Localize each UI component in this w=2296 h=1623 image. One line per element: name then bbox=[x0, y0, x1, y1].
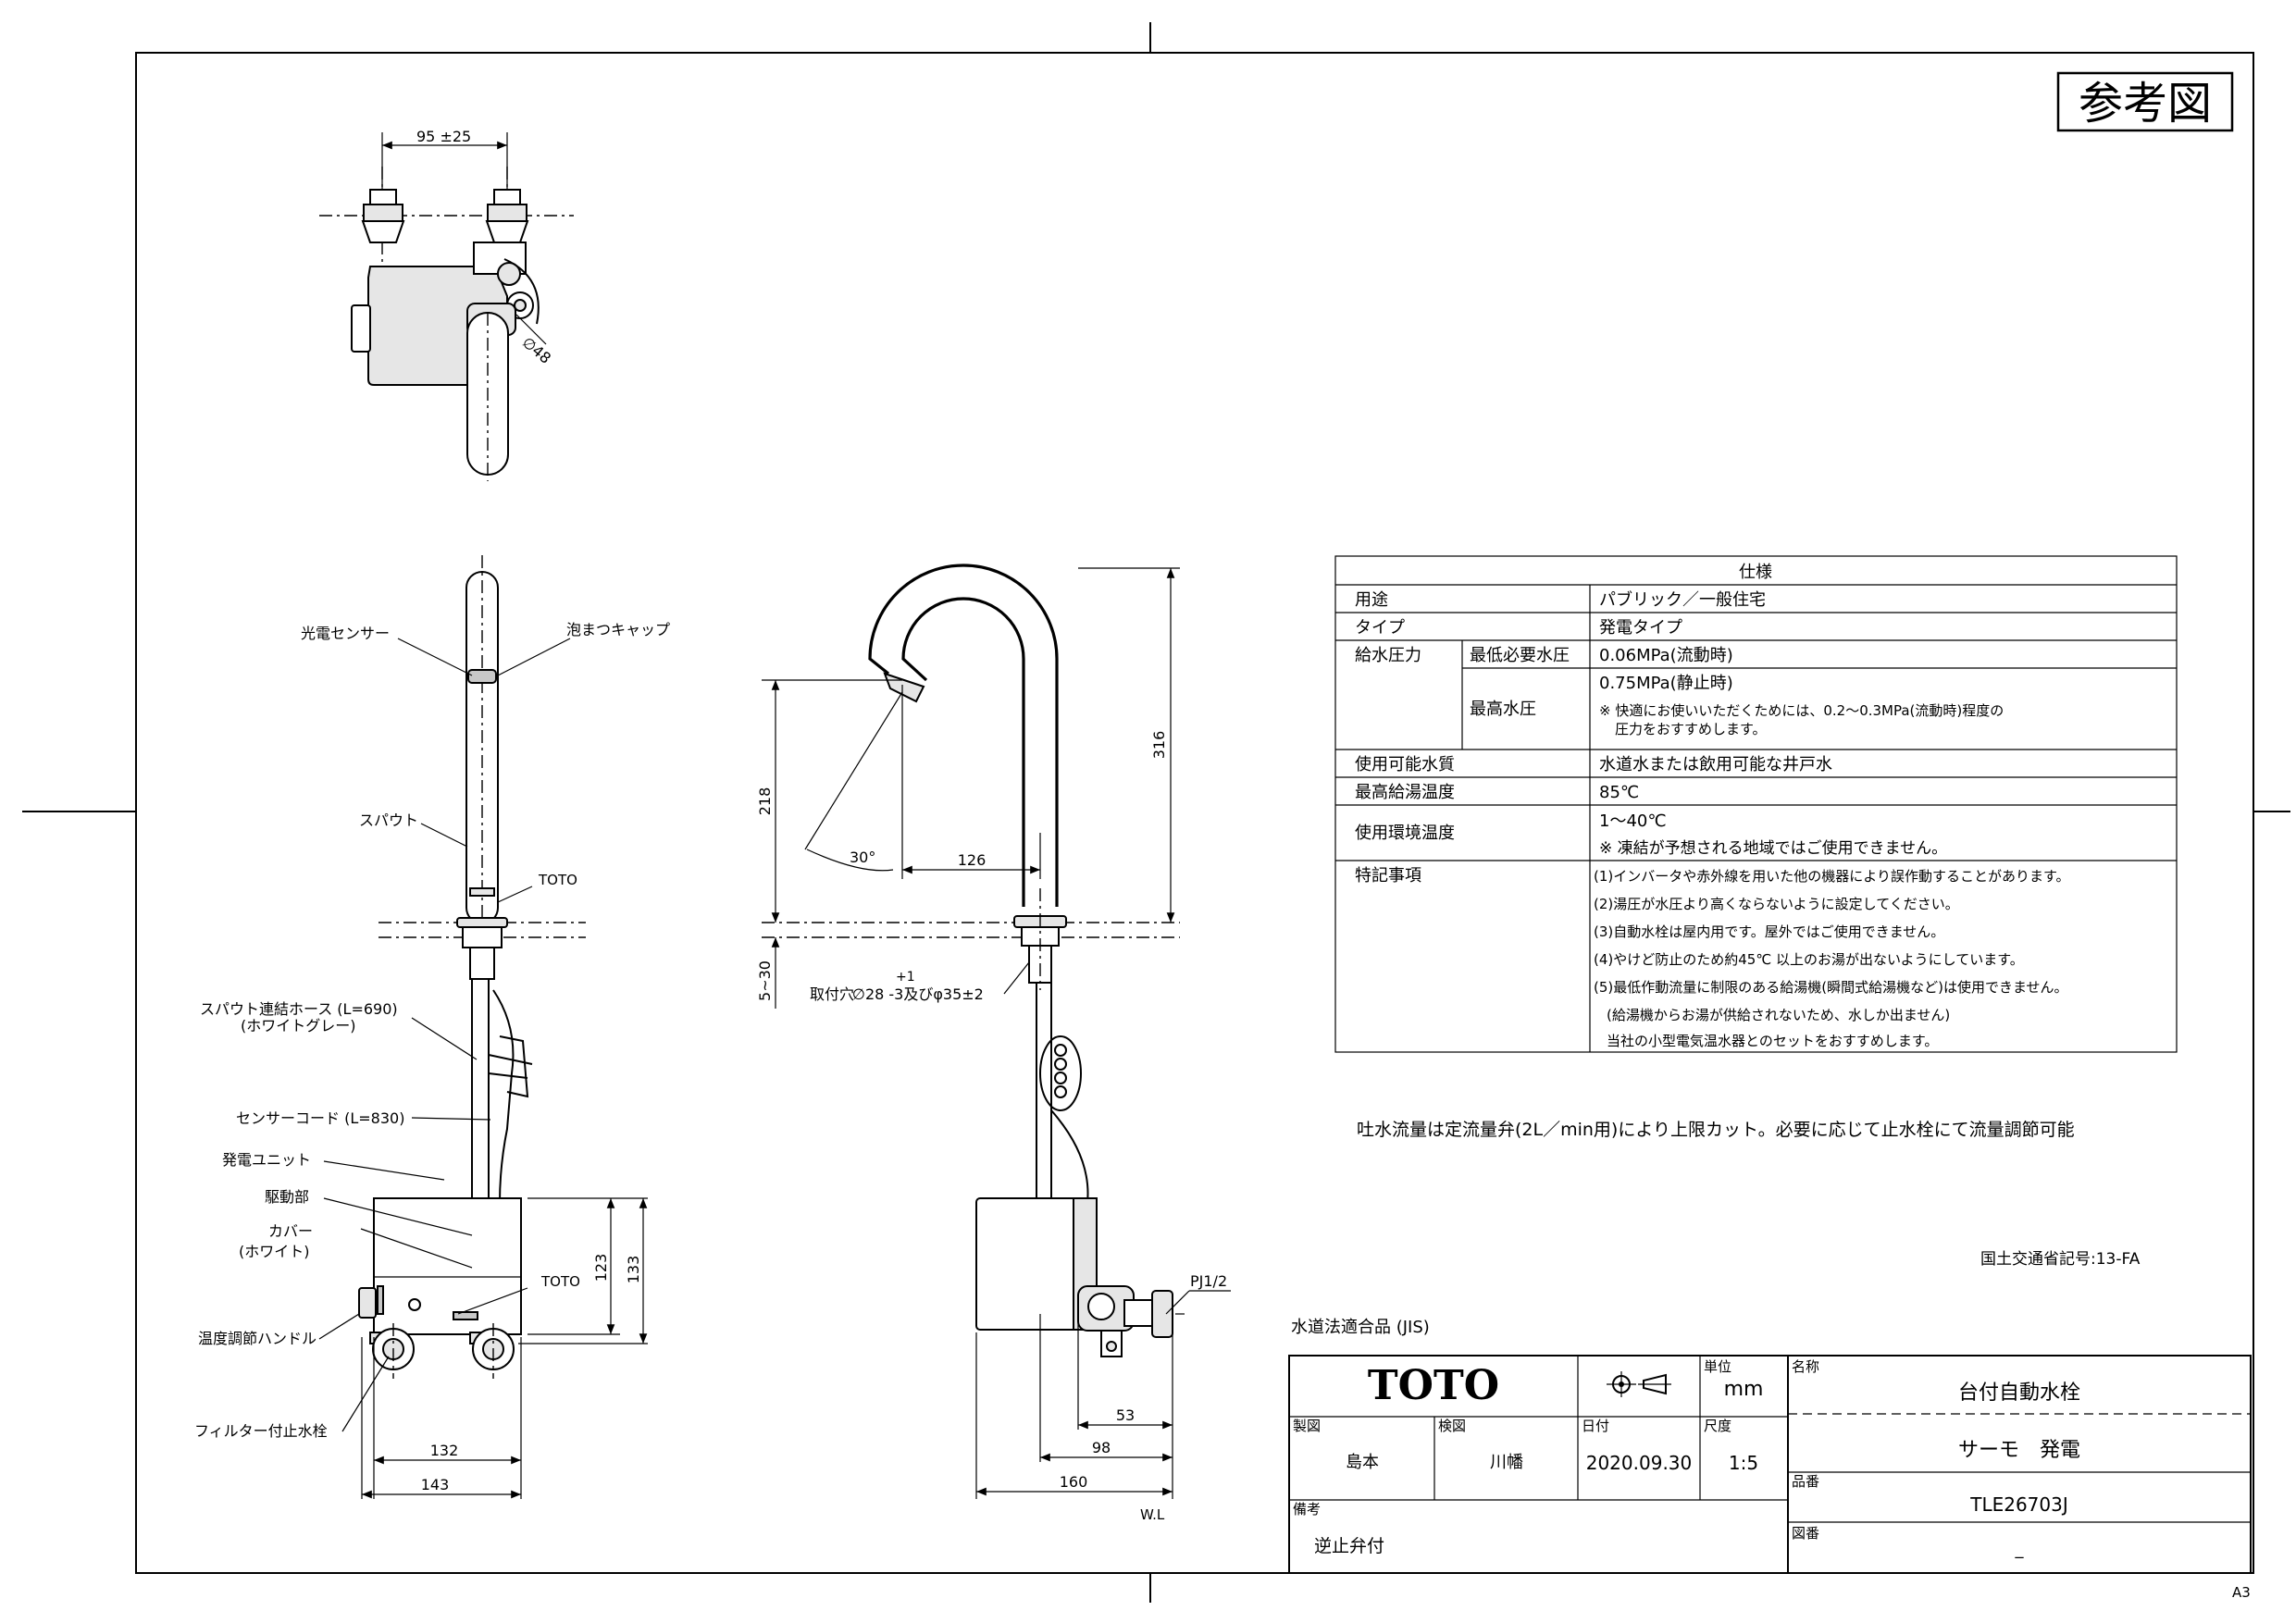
tb-date-label: 日付 bbox=[1582, 1418, 1609, 1434]
spec-use-value: パブリック／一般住宅 bbox=[1599, 589, 1766, 610]
tb-drawn-label: 製図 bbox=[1293, 1418, 1321, 1434]
flow-note: 吐水流量は定流量弁(2L／min用)により上限カット。必要に応じて止水栓にて流量… bbox=[1357, 1120, 2075, 1140]
spec-type-label: タイプ bbox=[1355, 618, 1405, 638]
front-view: 光電センサー 泡まつキャップ スパウト TOTO スパウト連結ホース (L=69… bbox=[194, 555, 670, 1499]
reference-stamp: 参考図 bbox=[2056, 71, 2234, 132]
dim-spray-angle: 30° bbox=[850, 849, 875, 866]
side-view: 30° 126 PJ1/2 bbox=[756, 564, 1231, 1523]
spec-note-5: (5)最低作動流量に制限のある給湯機(瞬間式給湯機など)は使用できません。 bbox=[1594, 979, 2068, 996]
spec-notes-label: 特記事項 bbox=[1355, 866, 1421, 886]
label-sensor-cord: センサーコード (L=830) bbox=[236, 1109, 404, 1127]
dim-53: 53 bbox=[1116, 1406, 1135, 1424]
tb-unit-label: 単位 bbox=[1704, 1358, 1731, 1375]
dim-total-height: 133 bbox=[625, 1256, 642, 1284]
mount-hole-spec: ∅28 -3及びφ35±2 bbox=[852, 985, 984, 1003]
tb-name-line1: 台付自動水栓 bbox=[1958, 1381, 2080, 1405]
tb-remarks-value: 逆止弁付 bbox=[1314, 1536, 1384, 1556]
dim-98: 98 bbox=[1092, 1439, 1111, 1456]
tb-checked-label: 検図 bbox=[1438, 1418, 1466, 1434]
tb-part-label: 品番 bbox=[1792, 1473, 1819, 1490]
tb-scale-label: 尺度 bbox=[1704, 1418, 1731, 1434]
spec-env-label: 使用環境温度 bbox=[1355, 824, 1455, 843]
mount-hole-label: 取付穴 bbox=[810, 985, 854, 1003]
spec-note-1: (1)インバータや赤外線を用いた他の機器により誤作動することがあります。 bbox=[1594, 868, 2069, 885]
dim-height-316: 316 bbox=[1150, 731, 1168, 760]
label-hose: スパウト連結ホース (L=690) bbox=[200, 1000, 398, 1018]
spec-type-value: 発電タイプ bbox=[1599, 618, 1682, 638]
tb-part-value: TLE26703J bbox=[1969, 1493, 2068, 1516]
stamp-text: 参考図 bbox=[2079, 78, 2212, 130]
spec-note-7: 当社の小型電気温水器とのセットをおすすめします。 bbox=[1607, 1033, 1938, 1049]
spec-header: 仕様 bbox=[1739, 563, 1772, 582]
tb-drawing-no-value: _ bbox=[2015, 1540, 2025, 1559]
sheet-size-label: A3 bbox=[2232, 1584, 2251, 1601]
dim-thickness: 5~30 bbox=[756, 960, 774, 1001]
dim-pipe-thread: PJ1/2 bbox=[1190, 1272, 1227, 1290]
spec-quality-label: 使用可能水質 bbox=[1355, 755, 1455, 774]
tb-drawn-value: 島本 bbox=[1346, 1453, 1379, 1472]
label-spout: スパウト bbox=[359, 812, 418, 829]
dim-width-132: 132 bbox=[430, 1442, 459, 1459]
spec-min-label: 最低必要水圧 bbox=[1470, 646, 1570, 665]
spec-pressure-label: 給水圧力 bbox=[1355, 646, 1421, 665]
spec-env-note: ※ 凍結が予想される地域ではご使用できません。 bbox=[1599, 838, 1947, 858]
tb-date-value: 2020.09.30 bbox=[1586, 1452, 1693, 1474]
mount-hole-tolerance: +1 bbox=[896, 970, 915, 985]
spec-table: 仕様 用途 パブリック／一般住宅 タイプ 発電タイプ 給水圧力 最低必要水圧 0… bbox=[1334, 555, 2178, 1053]
label-generator-unit: 発電ユニット bbox=[222, 1151, 311, 1169]
spec-note-2: (2)湯圧が水圧より高くならないように設定してください。 bbox=[1594, 896, 1959, 912]
tb-unit-value: mm bbox=[1724, 1378, 1764, 1401]
spec-env-value: 1～40℃ bbox=[1599, 812, 1667, 831]
dim-box-height: 123 bbox=[592, 1254, 610, 1282]
tb-name-label: 名称 bbox=[1792, 1358, 1819, 1375]
spec-max-value: 0.75MPa(静止時) bbox=[1599, 674, 1733, 693]
spec-hot-label: 最高給湯温度 bbox=[1355, 783, 1455, 802]
jis-note: 水道法適合品 (JIS) bbox=[1291, 1318, 1430, 1337]
spec-note-3: (3)自動水栓は屋内用です。屋外ではご使用できません。 bbox=[1594, 923, 1944, 940]
spec-quality-value: 水道水または飲用可能な井戸水 bbox=[1599, 755, 1832, 774]
title-block: TOTO 単位 mm 名称 台付自動水栓 サーモ 発電 製図 島本 検図 川幡 … bbox=[1288, 1355, 2252, 1574]
label-aerator-cap: 泡まつキャップ bbox=[566, 621, 670, 638]
spec-max-label: 最高水圧 bbox=[1470, 700, 1536, 719]
sheet-frame bbox=[22, 22, 2290, 1603]
label-brand-spout: TOTO bbox=[538, 872, 577, 888]
spec-max-note-2: 圧力をおすすめします。 bbox=[1615, 721, 1767, 737]
dim-reach: 126 bbox=[958, 851, 987, 869]
spec-min-value: 0.06MPa(流動時) bbox=[1599, 646, 1733, 665]
projection-symbol bbox=[1607, 1371, 1671, 1397]
label-brand-box: TOTO bbox=[540, 1273, 580, 1290]
spec-hot-value: 85℃ bbox=[1599, 783, 1639, 802]
dim-height-218: 218 bbox=[756, 787, 774, 816]
tb-checked-value: 川幡 bbox=[1490, 1453, 1523, 1472]
dim-diameter-48: ∅48 bbox=[519, 333, 554, 367]
tb-drawing-no-label: 図番 bbox=[1792, 1525, 1819, 1542]
label-drive-unit: 駆動部 bbox=[265, 1188, 309, 1206]
label-temp-handle: 温度調節ハンドル bbox=[198, 1330, 316, 1347]
label-cover-color: (ホワイト) bbox=[239, 1243, 310, 1260]
spec-max-note-1: ※ 快適にお使いいただくためには、0.2～0.3MPa(流動時)程度の bbox=[1599, 702, 2004, 719]
tb-scale-value: 1:5 bbox=[1729, 1452, 1758, 1474]
dim-width-143: 143 bbox=[421, 1476, 450, 1493]
tb-remarks-label: 備考 bbox=[1293, 1501, 1321, 1518]
dim-160: 160 bbox=[1060, 1473, 1088, 1491]
spec-note-6: (給湯機からお湯が供給されないため、水しか出ません) bbox=[1607, 1007, 1950, 1023]
label-hose-color: (ホワイトグレー) bbox=[241, 1017, 356, 1035]
spec-use-label: 用途 bbox=[1355, 590, 1388, 610]
tb-logo: TOTO bbox=[1368, 1362, 1499, 1409]
mlit-code: 国土交通省記号:13-FA bbox=[1980, 1250, 2141, 1269]
top-view: 95 ±25 ∅48 bbox=[319, 128, 574, 481]
dim-valve-spacing: 95 ±25 bbox=[416, 128, 471, 145]
tb-name-line2: サーモ 発電 bbox=[1958, 1439, 2080, 1462]
spec-note-4: (4)やけど防止のため約45℃ 以上のお湯が出ないようにしています。 bbox=[1594, 951, 2024, 968]
label-filter-valve: フィルター付止水栓 bbox=[194, 1422, 328, 1440]
water-level-label: W.L bbox=[1140, 1506, 1165, 1523]
label-cover: カバー bbox=[268, 1222, 313, 1240]
label-photo-sensor: 光電センサー bbox=[301, 625, 390, 642]
